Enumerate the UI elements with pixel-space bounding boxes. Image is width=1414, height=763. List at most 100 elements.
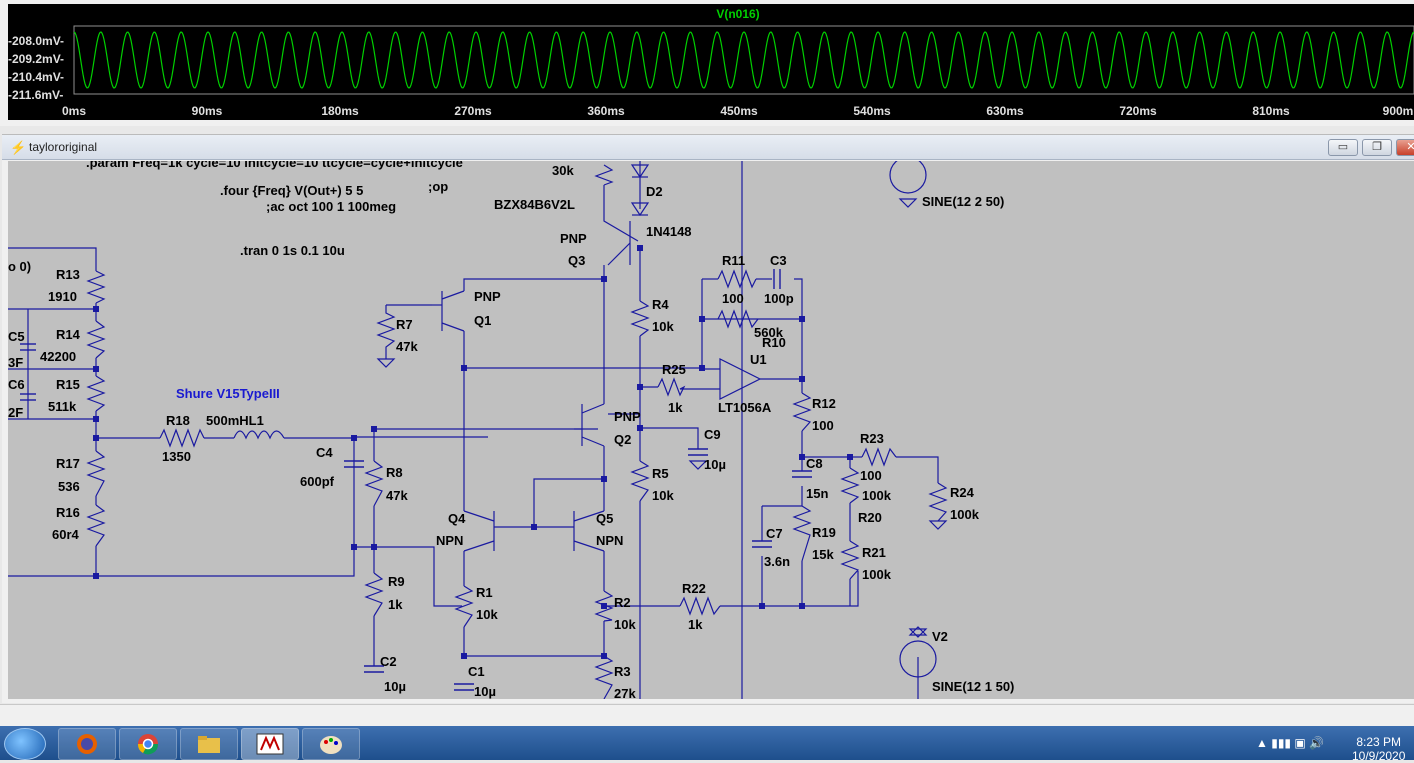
r23-label[interactable]: R23: [860, 431, 884, 446]
start-button[interactable]: [4, 728, 46, 760]
r19-label[interactable]: R19: [812, 525, 836, 540]
directive-four[interactable]: .four {Freq} V(Out+) 5 5: [220, 183, 363, 198]
plot-pane[interactable]: V(n016) -208.0mV- -209.2mV- -210.4mV- -2…: [8, 4, 1414, 120]
c2-label[interactable]: C2: [380, 654, 397, 669]
q4-type[interactable]: NPN: [436, 533, 463, 548]
c6-label[interactable]: C6: [8, 377, 25, 392]
q2-label[interactable]: Q2: [614, 432, 631, 447]
r24-label[interactable]: R24: [950, 485, 975, 500]
l1-label[interactable]: 500mHL1: [206, 413, 264, 428]
d-1n4148-label[interactable]: 1N4148: [646, 224, 692, 239]
r1-label[interactable]: R1: [476, 585, 493, 600]
close-button[interactable]: ✕: [1396, 139, 1414, 156]
c3-label[interactable]: C3: [770, 253, 787, 268]
q3-type[interactable]: PNP: [560, 231, 587, 246]
r4-label[interactable]: R4: [652, 297, 669, 312]
minimize-button[interactable]: ▭: [1328, 139, 1358, 156]
r15-label[interactable]: R15: [56, 377, 80, 392]
r12-value[interactable]: 100: [812, 418, 834, 433]
r11-value[interactable]: 100: [722, 291, 744, 306]
r4-value[interactable]: 10k: [652, 319, 674, 334]
u1-label[interactable]: U1: [750, 352, 767, 367]
q5-type[interactable]: NPN: [596, 533, 623, 548]
r9-label[interactable]: R9: [388, 574, 405, 589]
r25-label[interactable]: R25: [662, 362, 686, 377]
r12-label[interactable]: R12: [812, 396, 836, 411]
r9-value[interactable]: 1k: [388, 597, 403, 612]
r8-label[interactable]: R8: [386, 465, 403, 480]
bzx-label[interactable]: BZX84B6V2L: [494, 197, 575, 212]
c3-value[interactable]: 100p: [764, 291, 794, 306]
directive-ac[interactable]: ;ac oct 100 1 100meg: [266, 199, 396, 214]
cartridge-label[interactable]: Shure V15TypeIII: [176, 386, 280, 401]
directive-tran[interactable]: .tran 0 1s 0.1 10u: [240, 243, 345, 258]
r23-value[interactable]: 100: [860, 468, 882, 483]
chrome-taskbar-button[interactable]: [119, 728, 177, 760]
r22-label[interactable]: R22: [682, 581, 706, 596]
q1-label[interactable]: Q1: [474, 313, 491, 328]
r21-value[interactable]: 100k: [862, 567, 892, 582]
c2-value[interactable]: 10µ: [384, 679, 406, 694]
r25-value[interactable]: 1k: [668, 400, 683, 415]
r14-value[interactable]: 42200: [40, 349, 76, 364]
r21-label[interactable]: R21: [862, 545, 886, 560]
r17-value[interactable]: 536: [58, 479, 80, 494]
r19-value[interactable]: 15k: [812, 547, 834, 562]
c7-value[interactable]: 3.6n: [764, 554, 790, 569]
r14-label[interactable]: R14: [56, 327, 81, 342]
window-titlebar[interactable]: ⚡ taylororiginal ▭ ❐ ✕: [2, 135, 1414, 160]
r7-label[interactable]: R7: [396, 317, 413, 332]
r16-value[interactable]: 60r4: [52, 527, 80, 542]
r15-value[interactable]: 511k: [48, 399, 77, 414]
c4-value[interactable]: 600pf: [300, 474, 335, 489]
c1-label[interactable]: C1: [468, 664, 485, 679]
u1-type[interactable]: LT1056A: [718, 400, 772, 415]
r10-label[interactable]: R10: [762, 335, 786, 350]
trace-label[interactable]: V(n016): [716, 7, 759, 21]
v1-sine[interactable]: SINE(12 2 50): [922, 194, 1004, 209]
r22-value[interactable]: 1k: [688, 617, 703, 632]
r5-value[interactable]: 10k: [652, 488, 674, 503]
q2-type[interactable]: PNP: [614, 409, 641, 424]
r13-label[interactable]: R13: [56, 267, 80, 282]
q5-label[interactable]: Q5: [596, 511, 613, 526]
r18-label[interactable]: R18: [166, 413, 190, 428]
v2-sine[interactable]: SINE(12 1 50): [932, 679, 1014, 694]
c1-value[interactable]: 10µ: [474, 684, 496, 699]
r18-value[interactable]: 1350: [162, 449, 191, 464]
r1-value[interactable]: 10k: [476, 607, 498, 622]
d2-label[interactable]: D2: [646, 184, 663, 199]
c8-value[interactable]: 15n: [806, 486, 828, 501]
r10-value[interactable]: 560k: [754, 325, 784, 340]
r3-value[interactable]: 27k: [614, 686, 636, 699]
firefox-taskbar-button[interactable]: [58, 728, 116, 760]
q1-type[interactable]: PNP: [474, 289, 501, 304]
r7-value[interactable]: 47k: [396, 339, 418, 354]
c9-value[interactable]: 10µ: [704, 457, 726, 472]
r2-label[interactable]: R2: [614, 595, 631, 610]
r5-label[interactable]: R5: [652, 466, 669, 481]
clock[interactable]: 8:23 PM 10/9/2020: [1352, 735, 1405, 763]
paint-taskbar-button[interactable]: [302, 728, 360, 760]
directive-op[interactable]: ;op: [428, 179, 448, 194]
explorer-taskbar-button[interactable]: [180, 728, 238, 760]
r17-label[interactable]: R17: [56, 456, 80, 471]
r2-value[interactable]: 10k: [614, 617, 636, 632]
ltspice-taskbar-button[interactable]: [241, 728, 299, 760]
r3-label[interactable]: R3: [614, 664, 631, 679]
q3-label[interactable]: Q3: [568, 253, 585, 268]
r13-value[interactable]: 1910: [48, 289, 77, 304]
r11-label[interactable]: R11: [722, 253, 745, 268]
c5-label[interactable]: C5: [8, 329, 25, 344]
r-30k-value[interactable]: 30k: [552, 163, 574, 178]
v2-label[interactable]: V2: [932, 629, 948, 644]
c9-label[interactable]: C9: [704, 427, 721, 442]
r20-label[interactable]: R20: [858, 510, 882, 525]
schematic-canvas[interactable]: .param Freq=1k cycle=10 initcycle=10 ttc…: [8, 161, 1414, 699]
r8-value[interactable]: 47k: [386, 488, 408, 503]
r24-value[interactable]: 100k: [950, 507, 980, 522]
tray-icons[interactable]: ▲ ▮▮▮ ▣ 🔊: [1256, 736, 1324, 750]
c4-label[interactable]: C4: [316, 445, 333, 460]
r16-label[interactable]: R16: [56, 505, 80, 520]
q4-label[interactable]: Q4: [448, 511, 466, 526]
